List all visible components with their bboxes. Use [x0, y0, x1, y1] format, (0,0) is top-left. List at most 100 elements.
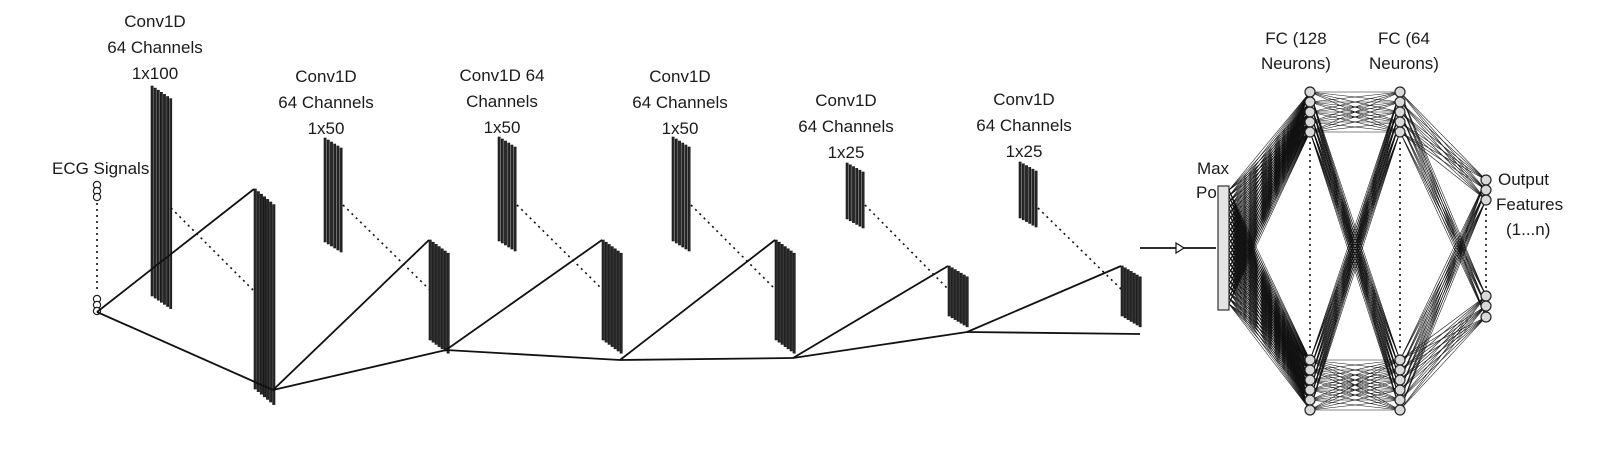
feature-map-bar — [256, 191, 260, 392]
pool-fc1-connection — [1228, 91, 1311, 281]
feature-map-bar — [1135, 274, 1139, 326]
pool-fc1-connection — [1228, 91, 1311, 191]
fc2-output-connection — [1399, 305, 1487, 411]
conv-layer-6-kernel: 1x25 — [1006, 142, 1043, 161]
conv4-projection-dotted — [690, 204, 777, 291]
pool-fc1-connection — [1228, 273, 1311, 381]
fc2-output-connection — [1399, 91, 1487, 181]
input-node — [92, 192, 102, 202]
fc2-output-connection — [1399, 121, 1487, 181]
fc1-fc2-connection — [1309, 101, 1401, 133]
conv4-kernel-stack — [671, 136, 691, 252]
fc2-label-line1: FC (64 — [1378, 29, 1430, 48]
feature-map-bar — [1138, 276, 1142, 328]
conv-layer-1-channels: 64 Channels — [107, 38, 202, 57]
conv4-output-stack — [774, 239, 796, 354]
pool-fc1-connection — [1228, 91, 1311, 197]
conv5-kernel-stack — [845, 162, 865, 229]
maxpool-block — [1217, 185, 1230, 311]
pool-fc1-connection — [1228, 91, 1311, 215]
fc1-label-line1: FC (128 — [1265, 29, 1326, 48]
feature-map-bar — [616, 250, 620, 352]
fc2-output-connection — [1399, 316, 1487, 391]
connection-line-upper — [96, 188, 255, 313]
fc1-fc2-connection — [1309, 91, 1401, 103]
pool-fc1-connection — [1228, 111, 1311, 305]
conv6-output-stack — [1120, 265, 1142, 328]
diagram-graphics — [92, 85, 1492, 416]
conv-layer-2-label: Conv1D 64 Channels 1x50 — [278, 67, 373, 138]
feature-map-bar — [947, 265, 951, 317]
conv2-projection-dotted — [342, 204, 431, 291]
pool-fc1-connection — [1228, 111, 1311, 293]
feature-map-bar — [613, 248, 617, 350]
output-neuron — [1480, 300, 1492, 312]
pool-fc1-connection — [1228, 91, 1311, 293]
fc2-output-connection — [1399, 179, 1487, 401]
pool-fc1-connection — [1228, 279, 1311, 361]
pool-fc1-connection — [1228, 91, 1311, 257]
feature-map-bar — [272, 204, 276, 405]
pool-fc1-connection — [1228, 101, 1311, 269]
fc2-output-connection — [1399, 316, 1487, 371]
fc1-fc2-connection — [1309, 111, 1401, 133]
conv-layer-4-title: Conv1D — [649, 67, 710, 86]
conv-layer-5-label: Conv1D 64 Channels 1x25 — [798, 91, 893, 162]
pool-fc1-connection — [1228, 91, 1311, 227]
pool-fc1-connection — [1228, 303, 1311, 411]
feature-map-bar — [962, 274, 966, 326]
feature-map-bar — [610, 246, 614, 347]
feature-map-bar — [848, 164, 852, 222]
fc1-neuron — [1304, 404, 1316, 416]
feature-map-bar — [1129, 271, 1133, 322]
connection-line-upper — [272, 239, 430, 391]
fc1-fc2-connection — [1309, 91, 1401, 381]
conv-layer-1-kernel: 1x100 — [132, 64, 178, 83]
fc1-fc2-connection — [1309, 91, 1401, 391]
pool-fc1-connection — [1228, 267, 1311, 381]
pool-fc1-connection — [1228, 91, 1311, 203]
pool-fc1-connection — [1228, 285, 1311, 371]
pool-fc1-connection — [1228, 291, 1311, 381]
pool-fc1-connection — [1228, 267, 1311, 361]
conv5-projection-dotted — [864, 204, 950, 291]
conv3-projection-dotted — [516, 204, 604, 291]
output-label: Output Features (1...n) — [1496, 170, 1563, 239]
feature-map-bar — [780, 244, 784, 345]
feature-map-bar — [604, 241, 608, 343]
feature-map-bar — [497, 136, 501, 242]
fc1-fc2-connection — [1309, 91, 1401, 133]
pool-fc1-connection — [1228, 303, 1311, 381]
fc1-fc2-connection — [1309, 91, 1401, 411]
connection-line-lower — [96, 311, 274, 391]
feature-map-bar — [500, 138, 504, 244]
conv1-projection-dotted — [170, 207, 254, 291]
feature-map-bar — [153, 87, 157, 299]
feature-map-bar — [1120, 265, 1124, 317]
fc2-output-connection — [1399, 131, 1487, 191]
feature-map-bar — [671, 136, 675, 242]
connection-line-lower — [445, 349, 621, 361]
pool-fc1-connection — [1228, 303, 1311, 401]
feature-map-bar — [953, 269, 957, 320]
pool-fc1-connection — [1228, 91, 1311, 275]
conv5-output-stack — [947, 265, 969, 328]
fc1-fc2-connection — [1309, 101, 1401, 411]
feature-map-bar — [792, 252, 796, 354]
feature-map-bar — [323, 137, 327, 243]
pool-fc1-connection — [1228, 297, 1311, 371]
connection-line-lower — [619, 357, 794, 361]
feature-map-bar — [269, 201, 273, 403]
feature-map-bar — [434, 244, 438, 345]
feature-map-bar — [1028, 167, 1032, 224]
fc2-output-connection — [1399, 189, 1487, 411]
fc2-output-connection — [1399, 101, 1487, 181]
feature-map-bar — [607, 244, 611, 345]
output-neuron — [1480, 174, 1492, 186]
output-neuron — [1480, 290, 1492, 302]
conv-layer-2-channels: 64 Channels — [278, 93, 373, 112]
pool-fc1-connection — [1228, 285, 1311, 381]
output-neurons — [1480, 174, 1492, 323]
feature-map-bar — [786, 248, 790, 350]
fc2-output-connection — [1399, 101, 1487, 297]
